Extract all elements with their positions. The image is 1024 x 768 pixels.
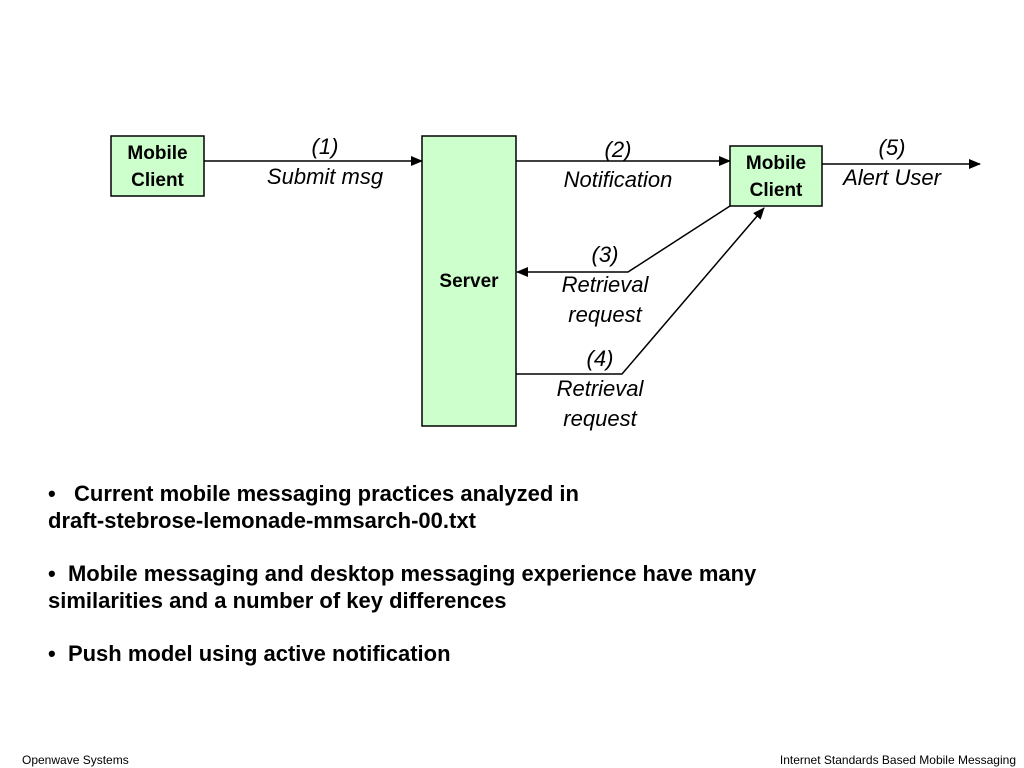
server-box [421, 135, 517, 427]
arrow-retrieval-request-3 [516, 205, 731, 277]
bullet-marker: • [48, 641, 56, 666]
footer-right: Internet Standards Based Mobile Messagin… [779, 753, 1016, 767]
bullet-item: • Current mobile messaging practices ana… [48, 480, 948, 534]
left-mobile-client-box [110, 135, 205, 197]
bullet-text-line2: similarities and a number of key differe… [48, 588, 507, 613]
bullet-text-line1: Current mobile messaging practices analy… [74, 481, 579, 506]
left-mobile-client-label: Mobile Client [127, 143, 188, 191]
step2-label: (2) Notification [563, 137, 673, 192]
server-label: Server [439, 271, 499, 292]
arrow-retrieval-request-4 [516, 207, 765, 375]
bullet-text-line1: Mobile messaging and desktop messaging e… [67, 561, 757, 586]
step4-label: (4) Retrieval request [556, 346, 644, 431]
footer-left: Openwave Systems [22, 753, 129, 767]
bullet-marker: • [48, 481, 56, 506]
right-mobile-client-label: Mobile Client [745, 153, 807, 201]
right-mobile-client-box [729, 145, 823, 207]
bullet-list: • Current mobile messaging practices ana… [48, 480, 948, 693]
bullet-text-line1: Push model using active notification [67, 641, 451, 666]
bullet-item: • Push model using active notification [48, 640, 948, 667]
bullet-text-line2: draft-stebrose-lemonade-mmsarch-00.txt [48, 508, 476, 533]
bullet-marker: • [48, 561, 56, 586]
step1-label: (1) Submit msg [266, 134, 384, 189]
bullet-item: • Mobile messaging and desktop messaging… [48, 560, 948, 614]
step3-label: (3) Retrieval request [561, 242, 649, 327]
flow-diagram [110, 135, 981, 427]
step5-label: (5) Alert User [843, 135, 941, 190]
